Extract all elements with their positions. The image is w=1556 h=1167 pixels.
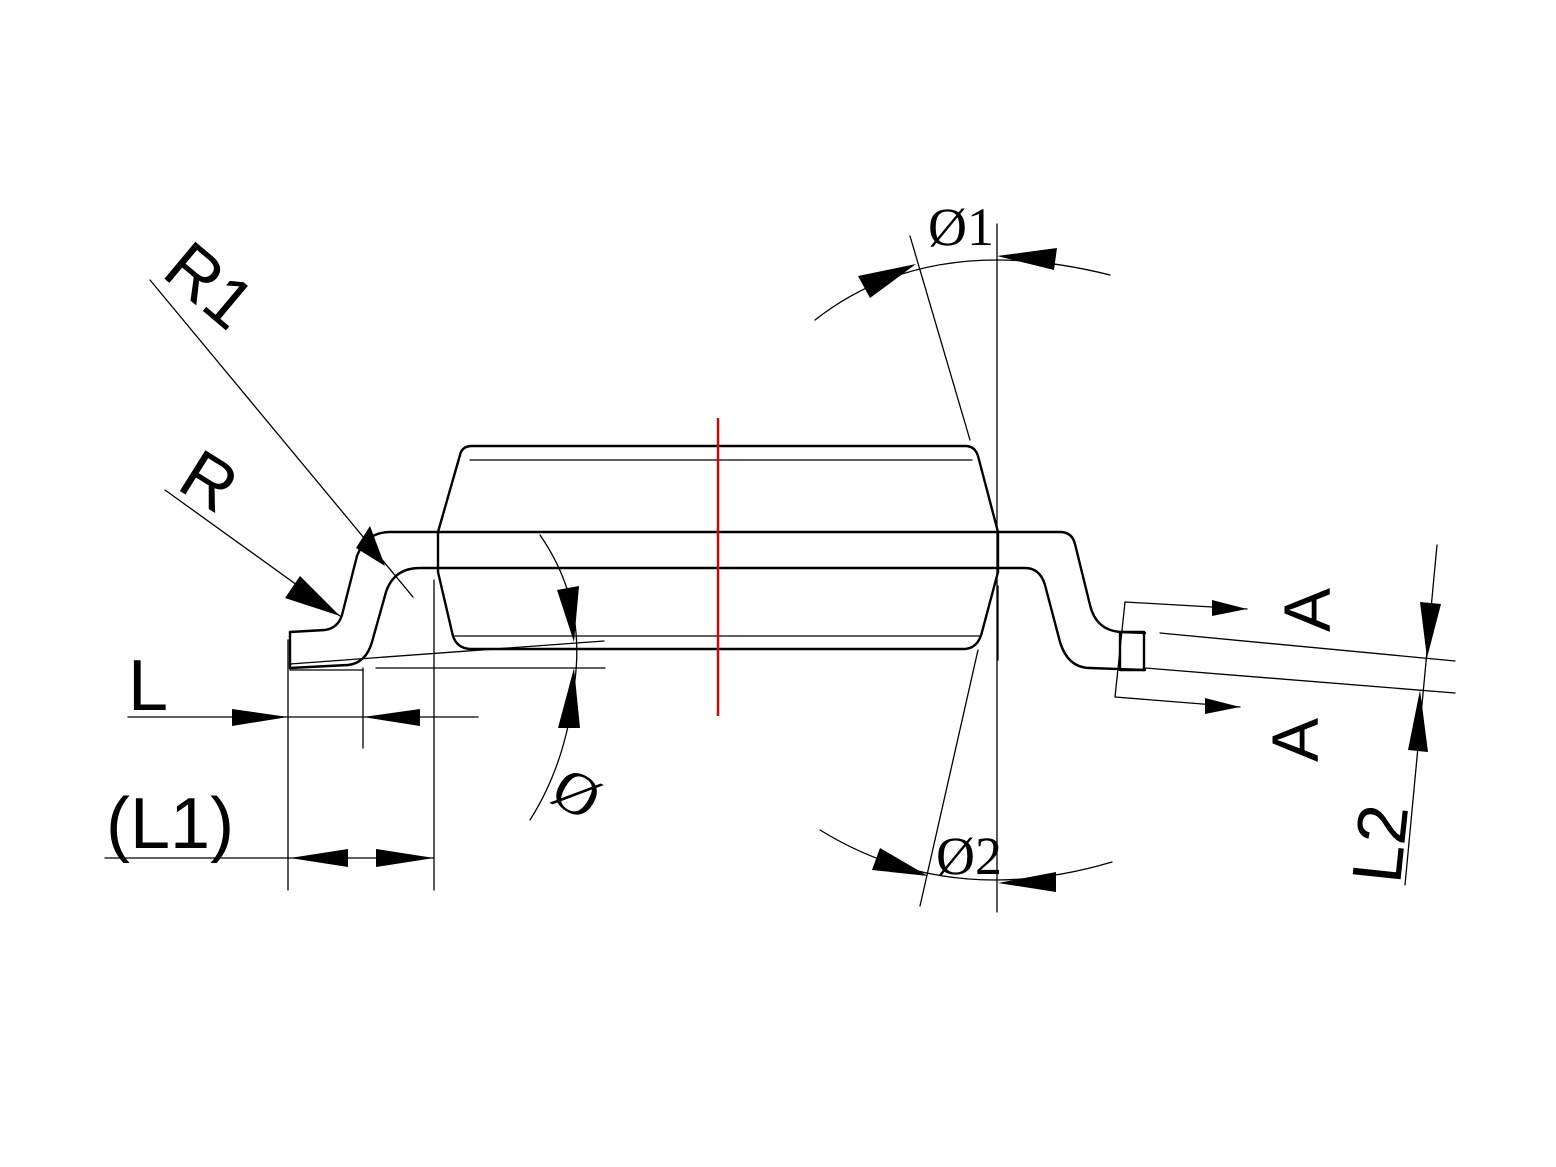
section-a-a: A A: [1114, 588, 1344, 762]
l2-dimension: L2: [1144, 544, 1456, 887]
phi1-dimension: Ø1: [814, 197, 1111, 913]
phi2-arrowhead-right: [998, 872, 1056, 892]
section-a-top-label: A: [1270, 588, 1344, 632]
l2-extension-top: [1159, 632, 1456, 662]
phi1-label: Ø1: [928, 197, 994, 257]
l2-arrowhead-top: [1420, 602, 1441, 658]
section-a-bottom-arrow: [1205, 698, 1240, 714]
phi2-dimension: Ø2: [819, 585, 1113, 907]
section-a-bottom-label: A: [1258, 718, 1332, 762]
phi-label: Ø: [542, 754, 613, 833]
lead-lower-surface: [288, 566, 1147, 672]
l2-extension-bottom: [1144, 667, 1456, 694]
phi2-extension-slanted: [919, 649, 979, 907]
l-arrowhead-left: [232, 709, 288, 726]
r1-label: R1: [150, 227, 269, 344]
phi1-extension-slanted: [909, 235, 971, 441]
phi1-arc: [814, 259, 1111, 321]
l2-arrowhead-bottom: [1408, 690, 1428, 752]
phi1-arrowhead-right: [997, 248, 1057, 270]
phi1-arrowhead-left: [858, 264, 916, 298]
phi2-arc: [819, 829, 1113, 881]
r-arrowhead: [285, 576, 340, 616]
l1-label: (L1): [106, 784, 234, 864]
l2-label: L2: [1337, 801, 1423, 887]
phi-arrowhead-bottom: [558, 668, 580, 728]
phi-arrowhead-top: [557, 586, 579, 642]
l1-arrowhead-right: [376, 849, 434, 867]
l1-arrowhead-left: [290, 849, 348, 867]
phi-dimension: Ø: [289, 534, 613, 833]
r1-arrowhead: [356, 526, 385, 566]
l-dimensions: L (L1): [104, 579, 479, 891]
lead-right-end-box: [1118, 630, 1146, 672]
section-a-top-arrow: [1212, 600, 1247, 616]
section-a-top-stub: [1114, 601, 1126, 698]
r-label: R: [167, 435, 251, 528]
phi2-arrowhead-left: [872, 848, 928, 876]
r1-dimension: R1: [149, 227, 414, 598]
lead-upper-surface: [288, 530, 1147, 635]
l-label: L: [128, 646, 168, 726]
phi-reference-line-1: [289, 640, 605, 665]
lead-frame: [288, 530, 1147, 672]
l-arrowhead-right: [363, 709, 420, 726]
phi2-label: Ø2: [936, 826, 1002, 886]
r-dimension: R: [164, 435, 341, 617]
